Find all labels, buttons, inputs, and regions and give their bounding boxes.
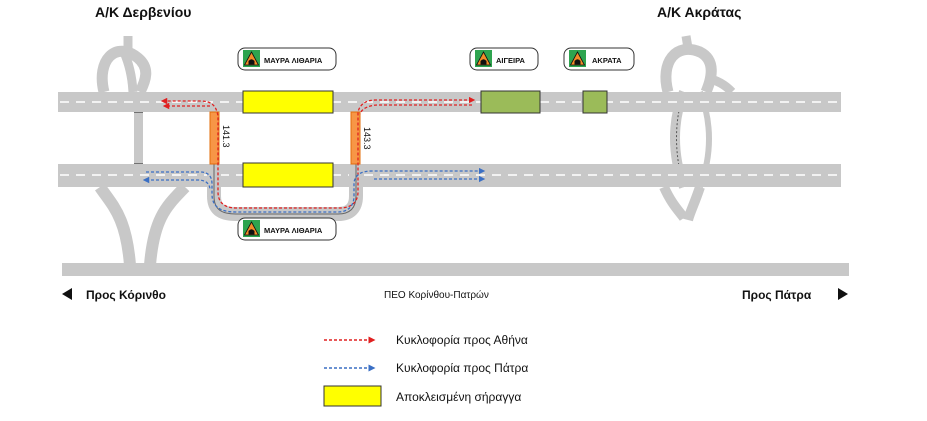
interchange-left-label: Α/Κ Δερβενίου (95, 4, 191, 20)
crossover-right (350, 111, 361, 165)
athens-route-east (292, 96, 476, 209)
crossover-left-km: 141.3 (221, 125, 231, 148)
right-interchange (659, 35, 736, 222)
crossover-right-km: 143.3 (362, 127, 372, 150)
sign-top-right-label: ΑΚΡΑΤΑ (592, 56, 622, 65)
closed-tunnel-lower (242, 162, 334, 188)
patra-route (146, 167, 486, 213)
open-tunnel-aigeira (480, 90, 541, 114)
sign-top-left-label: ΜΑΥΡΑ ΛΙΘΑΡΙΑ (264, 56, 323, 65)
legend-closed-label: Αποκλεισμένη σήραγγα (396, 390, 521, 404)
legend-patra-label: Κυκλοφορία προς Πάτρα (396, 361, 528, 375)
crossover-left (209, 111, 220, 165)
interchange-right-label: Α/Κ Ακράτας (657, 4, 741, 20)
tunnel-warning-icon (568, 49, 587, 68)
patra-route-2 (142, 176, 211, 191)
legend-athens-label: Κυκλοφορία προς Αθήνα (396, 333, 528, 347)
tunnel-warning-icon (474, 49, 493, 68)
closed-tunnel-upper (242, 90, 334, 114)
legend-closed-swatch (323, 385, 382, 407)
tunnel-warning-icon (242, 49, 261, 68)
direction-left-label: Προς Κόρινθο (86, 288, 166, 302)
triangle-left-icon (62, 288, 72, 300)
sign-top-middle-label: ΑΙΓΕΙΡΑ (496, 56, 526, 65)
open-tunnel-akrata (582, 90, 608, 114)
triangle-right-icon (838, 288, 848, 300)
sign-top-aigeira: ΑΙΓΕΙΡΑ (469, 47, 539, 71)
left-interchange (95, 36, 190, 266)
tunnel-warning-icon (242, 219, 261, 238)
sign-bottom-mavra-litharia: ΜΑΥΡΑ ΛΙΘΑΡΙΑ (237, 217, 337, 241)
legend: Κυκλοφορία προς Αθήνα Κυκλοφορία προς Πά… (323, 333, 528, 407)
detour-bypass-edge (213, 164, 357, 215)
sign-top-akrata: ΑΚΡΑΤΑ (563, 47, 635, 71)
sign-top-mavra-litharia: ΜΑΥΡΑ ΛΙΘΑΡΙΑ (237, 47, 337, 71)
direction-right-label: Προς Πάτρα (742, 288, 812, 302)
upper-carriageway (58, 92, 841, 112)
athens-route-west (160, 97, 292, 209)
parallel-national-road (62, 263, 849, 276)
road-name-label: ΠΕΟ Κορίνθου-Πατρών (384, 289, 489, 301)
sign-bottom-label: ΜΑΥΡΑ ΛΙΘΑΡΙΑ (264, 226, 323, 235)
lower-carriageway (58, 164, 841, 187)
